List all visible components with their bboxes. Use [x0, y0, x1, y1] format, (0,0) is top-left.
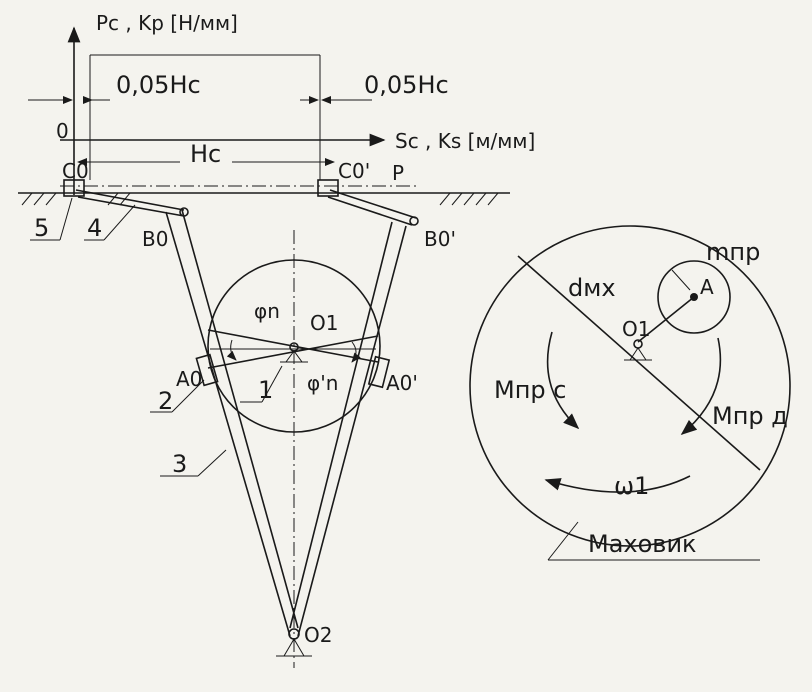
crank-arm	[637, 296, 695, 343]
connecting-rods	[75, 189, 417, 226]
link-5-label: 5	[34, 214, 49, 242]
link-leaders	[30, 197, 136, 241]
flywheel-center-label: O1	[622, 317, 650, 341]
diameter-line	[517, 255, 761, 471]
flywheel-caption: Маховик	[588, 530, 697, 558]
label-o2: O2	[304, 623, 332, 647]
stroke-axis-label: Sc , Ks [м/мм]	[395, 129, 535, 153]
diameter-label: dмх	[568, 274, 616, 302]
origin-label: 0	[56, 119, 69, 143]
moment-c-arrow	[546, 331, 580, 430]
label-o1: O1	[310, 311, 338, 335]
omega-label: ω1	[614, 472, 649, 500]
moment-c-label: Mпр c	[494, 376, 566, 404]
moment-d-label: Mпр д	[712, 402, 788, 430]
label-c0: C0	[62, 159, 89, 183]
label-b0: B0	[142, 227, 168, 251]
reduced-mass-circle	[657, 260, 731, 334]
link-4-label: 4	[87, 214, 102, 242]
slider-a0	[195, 353, 219, 387]
point-a-label: A	[700, 275, 714, 299]
slider-a0p	[367, 355, 391, 389]
label-phi: φn	[254, 299, 280, 323]
link-leaders-2	[150, 365, 283, 477]
label-b0p: B0'	[424, 227, 456, 251]
slider-right	[317, 179, 339, 197]
rocker-arms	[165, 209, 407, 637]
guide-ground	[18, 185, 510, 206]
link-1-label: 1	[258, 376, 273, 404]
moment-d-arrow	[680, 337, 722, 436]
label-a0: A0	[176, 367, 202, 391]
angle-arc-left	[226, 339, 237, 361]
point-a	[690, 293, 698, 301]
link-3-label: 3	[172, 450, 187, 478]
force-axis-label: Pc , Kp [H/мм]	[96, 11, 238, 35]
flywheel-outer	[469, 225, 791, 547]
right-margin-label: 0,05Hc	[364, 71, 449, 99]
caption-leader	[547, 521, 579, 561]
omega-arrow	[544, 475, 691, 493]
left-margin-label: 0,05Hc	[116, 71, 201, 99]
dimension-frame	[28, 54, 372, 180]
label-phip: φ'n	[307, 371, 338, 395]
mass-label: mпр	[706, 238, 760, 266]
stroke-dimension-label: Hc	[190, 140, 221, 168]
link-2-label: 2	[158, 387, 173, 415]
label-a0p: A0'	[386, 371, 418, 395]
label-p: P	[392, 161, 404, 185]
label-c0p: C0'	[338, 159, 370, 183]
joint-b0p	[409, 216, 419, 226]
angle-arc-right	[351, 341, 361, 363]
slider-left	[63, 179, 85, 197]
